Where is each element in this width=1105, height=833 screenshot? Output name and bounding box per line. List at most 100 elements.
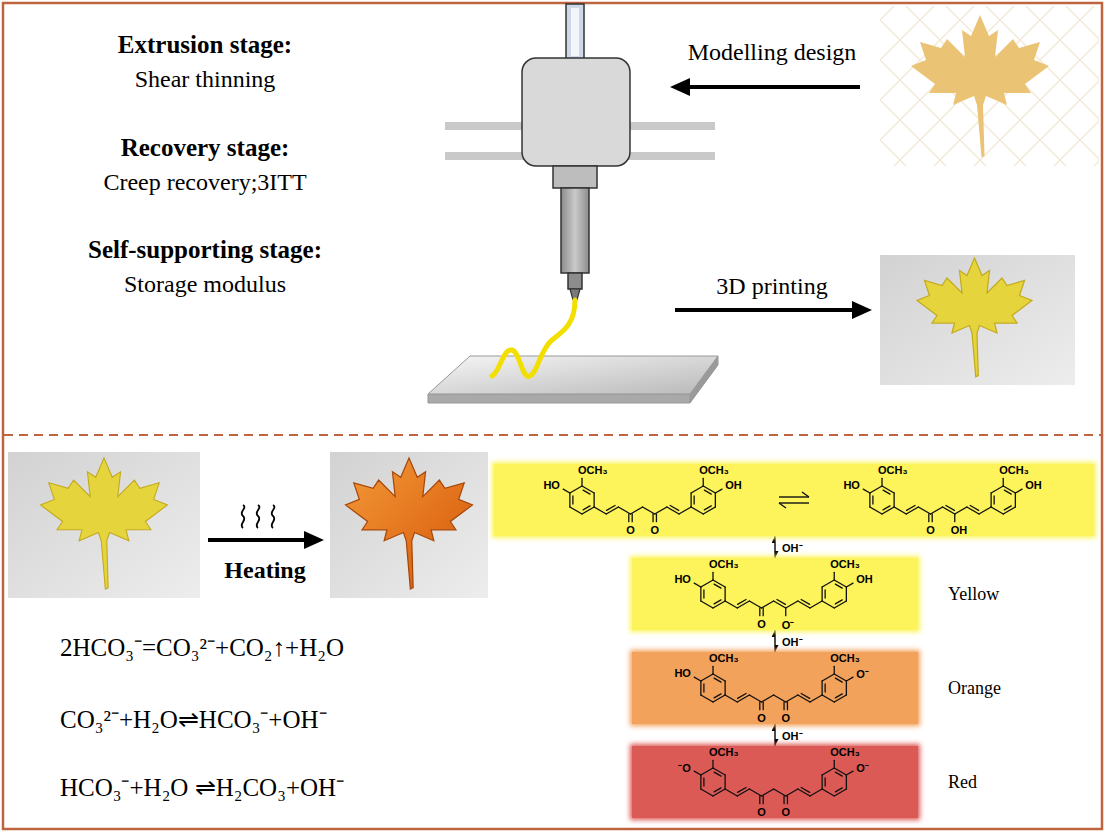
bond-line	[714, 772, 721, 776]
atom-label: O	[781, 806, 790, 818]
equilibrium-connector	[774, 630, 775, 652]
bond-line	[759, 608, 760, 616]
color-label: Yellow	[948, 584, 999, 605]
atom-label: O⁻	[856, 759, 869, 774]
bond-line	[822, 789, 834, 796]
atom-label: OCH₃	[699, 464, 729, 476]
bond-line	[713, 674, 725, 681]
bond-line	[761, 789, 773, 796]
bond-line	[703, 590, 704, 598]
bond-line	[700, 681, 701, 695]
bond-line	[834, 580, 846, 587]
printhead-body	[522, 58, 630, 166]
bond-line	[738, 599, 746, 604]
bond-line	[738, 693, 746, 698]
process-arrow	[208, 538, 306, 542]
bond-line	[846, 681, 847, 695]
bond-line	[834, 601, 846, 608]
bond-line	[1004, 490, 1011, 494]
bond-line	[763, 608, 764, 616]
bond-line	[825, 684, 826, 692]
bond-line	[701, 695, 713, 702]
bond-line	[594, 507, 606, 514]
bond-line	[801, 787, 809, 792]
printer-rail	[445, 122, 525, 130]
equilibrium-arrow	[802, 492, 809, 497]
bond-line	[749, 789, 761, 796]
bond-line	[1015, 489, 1022, 493]
atom-label: OH	[951, 524, 968, 536]
bond-line	[798, 789, 810, 796]
bond-line	[821, 587, 822, 601]
bond-line	[701, 601, 713, 608]
bond-line	[583, 490, 590, 494]
bond-line	[774, 601, 786, 608]
bond-line	[893, 493, 894, 507]
bond-line	[928, 514, 929, 522]
bond-line	[787, 796, 788, 804]
bond-line	[1003, 478, 1004, 486]
bond-line	[835, 600, 842, 604]
bond-line	[725, 789, 737, 796]
chemical-equation: HCO₃⁻+H₂O ⇌H₂CO₃+OH⁻	[60, 769, 344, 803]
bond-line	[786, 601, 798, 608]
highlight-band: OrangeOCH₃HOOCH₃O⁻OO	[632, 652, 918, 724]
bond-line	[714, 600, 721, 604]
bond-line	[713, 580, 725, 587]
bond-line	[643, 507, 655, 514]
bond-line	[786, 695, 798, 702]
atom-label: O	[781, 712, 790, 724]
heated-leaf	[346, 458, 473, 589]
bond-line	[979, 507, 991, 514]
bond-line	[882, 486, 894, 493]
atom-label: HO	[843, 479, 860, 491]
stage-heading: Recovery stage:	[121, 134, 290, 162]
bond-line	[749, 601, 761, 608]
bond-line	[694, 771, 701, 775]
bond-line	[761, 601, 773, 608]
bond-line	[798, 601, 810, 608]
bond-line	[712, 572, 713, 580]
color-label: Red	[948, 772, 977, 793]
bond-line	[822, 768, 834, 775]
bond-line	[1003, 486, 1015, 493]
bond-line	[846, 775, 847, 789]
bond-line	[703, 478, 704, 486]
atom-label: O	[626, 524, 635, 536]
bond-line	[894, 507, 906, 514]
bond-line	[991, 486, 1003, 493]
bond-line	[630, 507, 642, 514]
bond-line	[563, 489, 570, 493]
atom-label: O	[757, 806, 766, 818]
bond-line	[582, 507, 594, 514]
bond-line	[882, 507, 894, 514]
bond-line	[655, 507, 667, 514]
bond-line	[763, 796, 764, 804]
bond-line	[703, 778, 704, 786]
bond-line	[694, 677, 701, 681]
chemical-equation: 2HCO₃⁻=CO₃²⁻+CO₂↑+H₂O	[60, 629, 344, 663]
arrow-head	[304, 531, 324, 549]
printhead-neck	[553, 166, 597, 188]
bond-line	[907, 505, 915, 510]
bond-line	[883, 490, 890, 494]
stage-property: Storage modulus	[124, 271, 286, 298]
equilibrium-connector	[774, 536, 775, 558]
bond-line	[738, 787, 746, 792]
bond-line	[701, 789, 713, 796]
atom-label: O	[757, 712, 766, 724]
atom-label: OH	[1025, 479, 1042, 491]
bond-line	[821, 775, 822, 789]
bond-line	[846, 587, 847, 601]
heat-wave	[242, 505, 245, 528]
bond-line	[1003, 507, 1015, 514]
curcumin-structure	[694, 572, 853, 615]
heat-wave	[272, 505, 275, 528]
bond-line	[703, 684, 704, 692]
bond-line	[690, 493, 691, 507]
bond-line	[652, 514, 653, 522]
bond-line	[759, 702, 760, 710]
extruded-filament	[492, 300, 575, 376]
bond-line	[712, 666, 713, 674]
bond-line	[930, 507, 942, 514]
